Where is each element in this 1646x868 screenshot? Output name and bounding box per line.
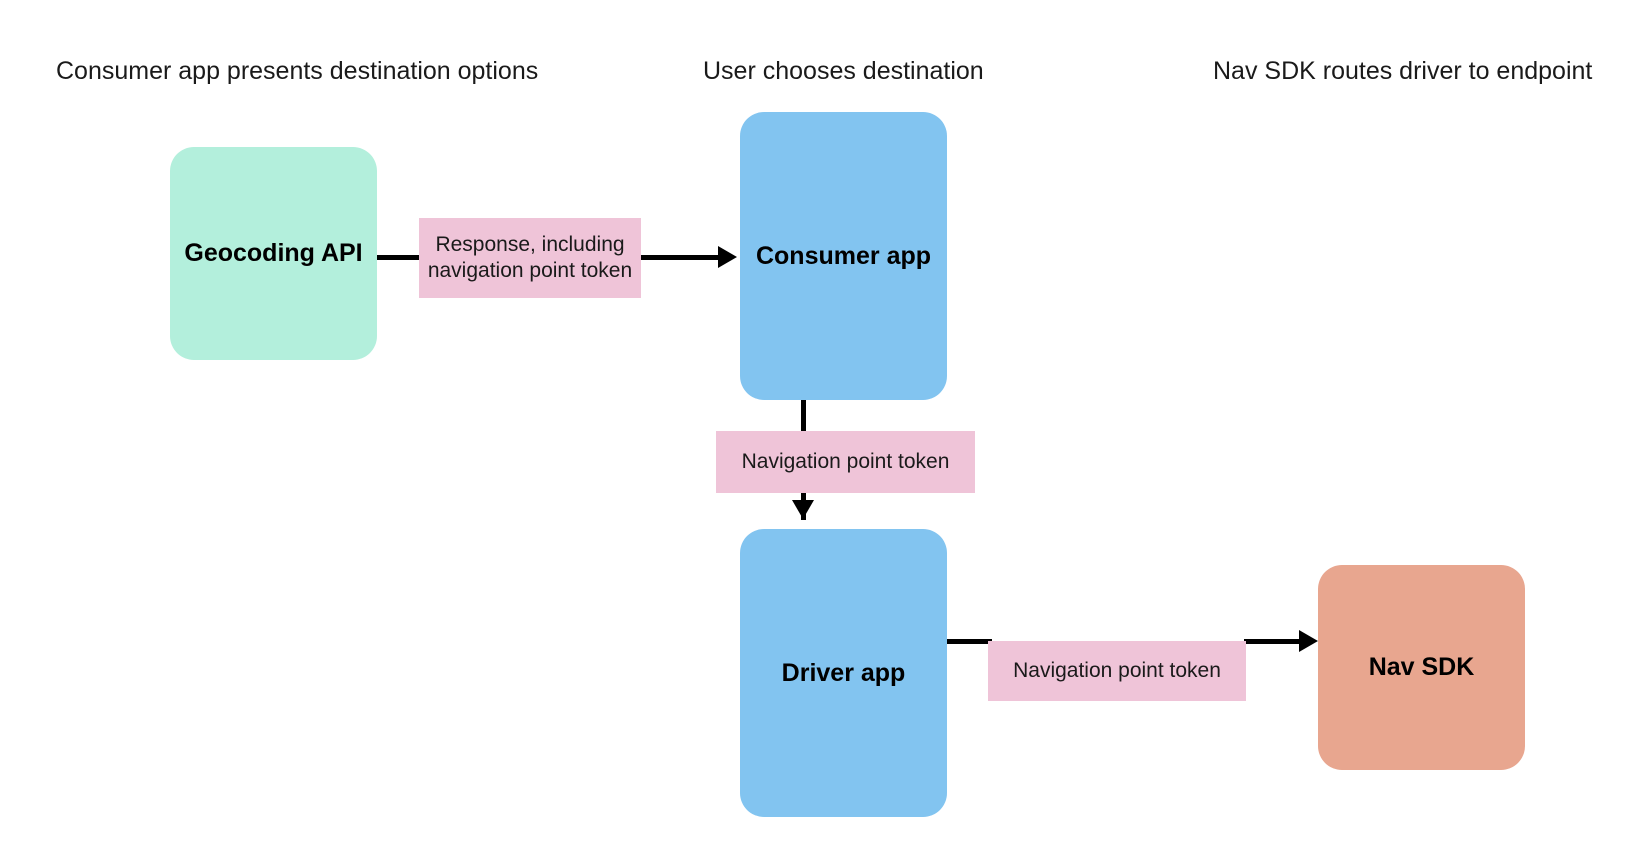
node-nav-sdk-label: Nav SDK xyxy=(1368,653,1475,681)
stage-header-user-chooses: User chooses destination xyxy=(703,57,984,85)
connector-response-label-to-consumer-app xyxy=(638,255,726,260)
arrow-down-icon xyxy=(792,500,814,519)
node-driver-app[interactable]: Driver app xyxy=(740,529,947,817)
stage-header-nav-sdk: Nav SDK routes driver to endpoint xyxy=(1213,57,1593,85)
node-consumer-app[interactable]: Consumer app xyxy=(740,112,947,400)
node-consumer-app-label: Consumer app xyxy=(755,241,932,270)
node-geocoding-api[interactable]: Geocoding API xyxy=(170,147,377,360)
edge-label-navigation-point-token-vertical: Navigation point token xyxy=(716,431,975,493)
node-geocoding-api-label: Geocoding API xyxy=(184,239,363,267)
node-driver-app-label: Driver app xyxy=(781,659,906,687)
edge-label-response-including-token: Response, including navigation point tok… xyxy=(419,218,641,298)
connector-token-label-to-nav-sdk xyxy=(1244,639,1302,644)
arrow-right-icon xyxy=(718,246,737,268)
edge-label-navigation-point-token-horizontal: Navigation point token xyxy=(988,641,1246,701)
connector-geocoding-to-response-label xyxy=(377,255,422,260)
connector-driver-app-to-token-label xyxy=(947,639,992,644)
stage-header-consumer-app: Consumer app presents destination option… xyxy=(56,57,539,85)
arrow-right-icon xyxy=(1299,630,1318,652)
node-nav-sdk[interactable]: Nav SDK xyxy=(1318,565,1525,770)
